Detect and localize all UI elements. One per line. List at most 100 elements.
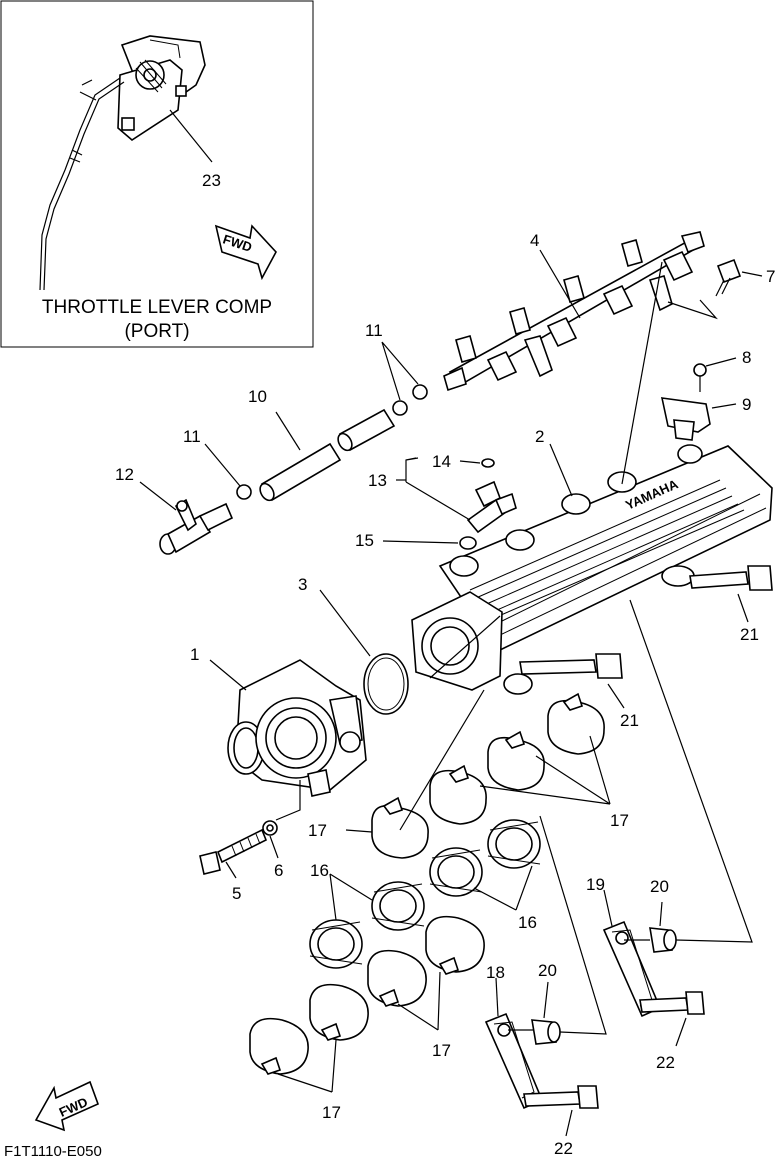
callout-22a: 22	[656, 1053, 675, 1072]
callout-4: 4	[530, 231, 539, 250]
clamp-17-h	[249, 1017, 309, 1075]
callout-9: 9	[742, 395, 751, 414]
callout-21b: 21	[620, 711, 639, 730]
leader-21a	[737, 593, 749, 623]
leader-3	[319, 589, 371, 657]
callout-1: 1	[190, 645, 199, 664]
callout-3: 3	[298, 575, 307, 594]
callout-22b: 22	[554, 1139, 573, 1157]
inset-title-line1: THROTTLE LEVER COMP	[42, 297, 272, 318]
callout-2: 2	[535, 427, 544, 446]
leader-16a	[329, 873, 373, 921]
joint-16-b	[371, 881, 425, 931]
leader-10	[275, 411, 301, 451]
leader-rail-link	[621, 261, 663, 485]
leader-17a	[479, 735, 611, 805]
leader-14	[459, 460, 481, 464]
fuel-hose-10	[259, 408, 396, 502]
callout-17a: 17	[610, 811, 629, 830]
intake-joints-16	[309, 819, 541, 969]
leader-17c	[397, 971, 441, 1031]
inset-title-line2: (PORT)	[124, 321, 189, 342]
fwd-arrow-icon-inset: FWD	[214, 224, 277, 281]
callout-19: 19	[586, 875, 605, 894]
callout-14: 14	[432, 452, 451, 471]
callout-18: 18	[486, 963, 505, 982]
callout-8: 8	[742, 348, 751, 367]
leader-6	[269, 835, 279, 859]
callout-10: 10	[248, 387, 267, 406]
callout-20a: 20	[650, 877, 669, 896]
leader-17d	[277, 1039, 337, 1093]
callout-15: 15	[355, 531, 374, 550]
callout-13: 13	[368, 471, 387, 490]
callout-17c: 17	[432, 1041, 451, 1060]
leader-lower-bracket	[539, 815, 607, 1035]
inset-throttle-lever: 23 FWD THROTTLE LEVER COMP (PORT)	[0, 0, 314, 348]
grommet-20-lower	[531, 1019, 561, 1045]
leader-11b	[204, 443, 241, 487]
callout-16a: 16	[310, 861, 329, 880]
clamp-17-a	[371, 796, 429, 859]
leader-manifold-bracket	[629, 599, 753, 943]
clamp-17-e	[425, 915, 485, 975]
leader-11a	[381, 341, 419, 401]
throttle-body-1	[227, 659, 367, 797]
leader-1	[209, 659, 247, 691]
clamp-17-b	[429, 764, 487, 825]
callout-23: 23	[202, 171, 221, 190]
injector-13	[466, 480, 517, 534]
clamp-17-g	[309, 983, 369, 1041]
callout-21a: 21	[740, 625, 759, 644]
leader-tb-bolt	[275, 780, 301, 821]
clamp-set-17-upper	[371, 692, 605, 859]
o-ring-3	[363, 653, 409, 715]
bolt-22-upper	[639, 991, 705, 1015]
callout-7: 7	[766, 267, 775, 286]
callout-17d: 17	[322, 1103, 341, 1122]
screw-8	[693, 363, 707, 377]
bolt-5	[199, 828, 268, 875]
bolt-7	[715, 258, 742, 297]
intake-manifold: YAMAHA	[411, 444, 773, 695]
leader-18	[495, 977, 499, 1017]
bolt-22-lower	[523, 1085, 599, 1109]
leader-8	[705, 357, 737, 367]
leader-20b	[543, 981, 549, 1019]
o-ring-14	[481, 458, 495, 468]
clamp-17-c	[487, 730, 545, 791]
leader-13-bracket	[405, 457, 471, 521]
diagram-code: F1T1110-E050	[4, 1143, 102, 1157]
bolt-21-mid	[519, 653, 623, 679]
joint-16-d	[487, 819, 541, 869]
callout-20b: 20	[538, 961, 557, 980]
seal-15	[459, 536, 477, 550]
callout-5: 5	[232, 884, 241, 903]
clamp-17-f	[367, 949, 427, 1007]
leader-7-rail	[667, 299, 718, 320]
callout-12: 12	[115, 465, 134, 484]
leader-15	[382, 540, 459, 544]
callout-16b: 16	[518, 913, 537, 932]
leader-19	[603, 889, 613, 927]
leader-22a	[675, 1017, 687, 1047]
fwd-arrow-icon: FWD	[34, 1080, 100, 1132]
leader-manifold-clamp	[399, 689, 485, 831]
fuel-rail	[443, 231, 705, 392]
hose-clamps-11	[236, 384, 428, 500]
clamp-set-17-lower	[249, 915, 485, 1075]
callout-11a: 11	[365, 321, 383, 340]
leader-7	[741, 271, 763, 277]
leader-12	[139, 481, 177, 511]
leader-9	[711, 403, 737, 409]
joint-16-a	[309, 919, 363, 969]
leader-16b	[473, 865, 533, 911]
leader-2	[549, 443, 573, 497]
leader-17b	[345, 829, 373, 833]
leader-23	[169, 109, 213, 163]
fuel-inlet-fitting-12	[159, 498, 234, 555]
bolt-21-top	[689, 565, 773, 591]
joint-16-c	[429, 847, 483, 897]
